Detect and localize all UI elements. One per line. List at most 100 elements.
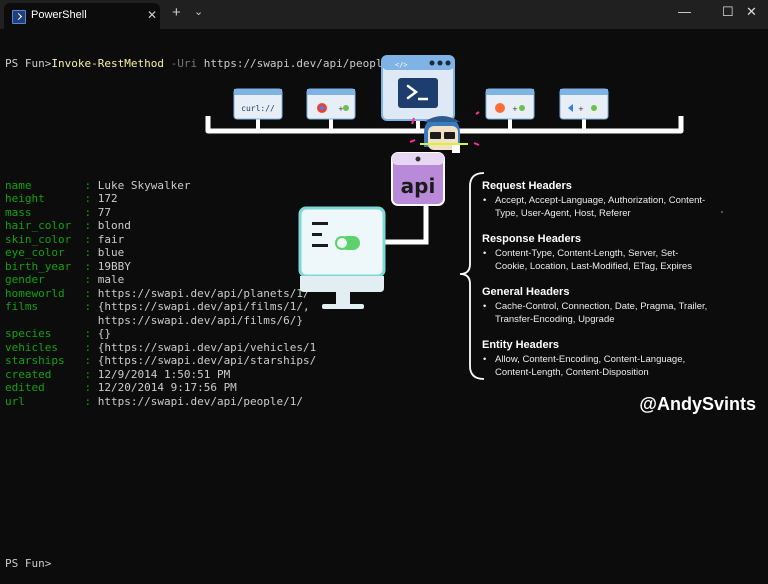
tab-close-button[interactable]: ✕ (147, 8, 158, 22)
table-row: films : {https://swapi.dev/api/films/1/, (5, 300, 402, 314)
field-value: Luke Skywalker (97, 178, 191, 192)
table-row: gender : male (5, 273, 402, 287)
header-group-title: Request Headers (482, 180, 572, 192)
api-label: api (401, 174, 436, 198)
api-diagram: curl:// + + + </> (205, 55, 723, 380)
field-key: films (5, 300, 85, 313)
field-value: {https://swapi.dev/api/vehicles/1 (97, 340, 317, 354)
field-separator: : (84, 367, 98, 381)
field-value: https://swapi.dev/api/films/6/} (97, 313, 304, 327)
header-group-item: • Content-Type, Content-Length, Server, S… (483, 247, 710, 273)
field-separator: : (84, 300, 98, 313)
title-bar: PowerShell ✕ + ⌄ — ☐ ✕ (0, 0, 768, 29)
developer-figure (420, 116, 468, 153)
table-row: height : 172 (5, 192, 402, 206)
vscode-window-icon: + (559, 88, 609, 120)
field-key: birth_year (5, 259, 85, 273)
field-value: fair (97, 232, 125, 246)
field-separator: : (84, 205, 98, 219)
table-row: url : https://swapi.dev/api/people/1/ (5, 395, 402, 409)
header-group-title: General Headers (482, 286, 570, 298)
brace (459, 172, 485, 380)
command-line: PS Fun>Invoke-RestMethod -Uri https://sw… (5, 57, 402, 71)
field-separator: : (84, 286, 98, 300)
field-key: gender (5, 273, 85, 286)
tab-title: PowerShell (31, 9, 87, 21)
field-key: eye_color (5, 246, 85, 259)
field-value: blond (97, 219, 131, 232)
header-group-text: Accept, Accept-Language, Authorization, … (495, 195, 706, 219)
header-group-item: • Accept, Accept-Language, Authorization,… (483, 194, 710, 220)
maximize-button[interactable]: ☐ (722, 4, 734, 19)
author-handle: @AndySvints (639, 394, 756, 414)
field-key: hair_color (5, 219, 85, 232)
table-row: mass : 77 (5, 206, 402, 220)
field-key: height (5, 192, 85, 205)
header-group-text: Allow, Content-Encoding, Content-Languag… (495, 354, 686, 378)
field-value: 77 (97, 205, 111, 219)
field-key: url (5, 394, 85, 408)
field-separator: : (84, 232, 98, 246)
header-group-item: • Cache-Control, Connection, Date, Pragma… (483, 300, 710, 326)
bullet-icon: • (483, 301, 487, 312)
bullet-icon: • (483, 195, 487, 206)
field-key: name (5, 178, 85, 192)
bullet-icon: • (483, 248, 487, 259)
header-group-title: Response Headers (482, 233, 582, 245)
table-row: vehicles : {https://swapi.dev/api/vehicl… (5, 341, 402, 355)
field-separator: : (84, 219, 98, 232)
field-separator: : (84, 246, 98, 259)
terminal-output[interactable]: PS Fun>Invoke-RestMethod -Uri https://sw… (5, 30, 402, 584)
field-value: {https://swapi.dev/api/films/1/, (97, 300, 310, 313)
field-value: 172 (97, 192, 118, 205)
header-group-title: Entity Headers (482, 339, 560, 351)
command-url: https://swapi.dev/api/people/1 (203, 57, 403, 70)
prompt: PS Fun> (5, 556, 52, 570)
table-row: birth_year : 19BBY (5, 260, 402, 274)
field-key: vehicles (5, 340, 85, 354)
new-tab-button[interactable]: + (172, 4, 181, 21)
tab-powershell[interactable]: PowerShell ✕ (4, 3, 160, 29)
close-button[interactable]: ✕ (746, 4, 757, 19)
field-value: {https://swapi.dev/api/starships/ (97, 354, 317, 367)
field-separator: : (84, 327, 98, 340)
table-row: species : {} (5, 327, 402, 341)
field-value: 12/20/2014 9:17:56 PM (97, 381, 237, 394)
browser-window-icon: + (306, 88, 356, 120)
table-row: starships : {https://swapi.dev/api/stars… (5, 354, 402, 368)
powershell-icon (12, 10, 26, 24)
table-row: edited : 12/20/2014 9:17:56 PM (5, 381, 402, 395)
field-value: 19BBY (97, 259, 131, 273)
field-separator: : (84, 192, 98, 205)
header-group-text: Cache-Control, Connection, Date, Pragma,… (495, 301, 708, 325)
postman-window-icon: + (485, 88, 535, 120)
field-separator: : (84, 273, 98, 286)
field-key: mass (5, 205, 85, 219)
svg-text:+: + (578, 105, 584, 113)
final-prompt: PS Fun> (5, 557, 402, 571)
field-value: https://swapi.dev/api/people/1/ (97, 394, 304, 408)
curl-label: curl:// (241, 104, 275, 113)
field-separator: : (84, 340, 98, 354)
table-row: name : Luke Skywalker (5, 179, 402, 193)
field-value: {} (97, 327, 111, 340)
field-key: edited (5, 381, 85, 394)
table-row: eye_color : blue (5, 246, 402, 260)
field-value: male (97, 273, 125, 286)
field-key: species (5, 327, 85, 340)
powershell-window-icon: </> (381, 55, 455, 121)
field-key: homeworld (5, 286, 85, 300)
field-key: created (5, 367, 85, 381)
minimize-button[interactable]: — (678, 4, 691, 19)
header-group-text: Content-Type, Content-Length, Server, Se… (495, 248, 692, 272)
field-key: skin_color (5, 232, 85, 246)
table-row: hair_color : blond (5, 219, 402, 233)
field-separator: : (84, 354, 98, 367)
tab-dropdown-button[interactable]: ⌄ (194, 6, 204, 18)
field-value: blue (97, 246, 125, 259)
table-row: https://swapi.dev/api/films/6/} (5, 314, 402, 328)
field-separator: : (84, 381, 98, 394)
bullet-icon: • (483, 354, 487, 365)
prompt: PS Fun> (5, 57, 52, 70)
